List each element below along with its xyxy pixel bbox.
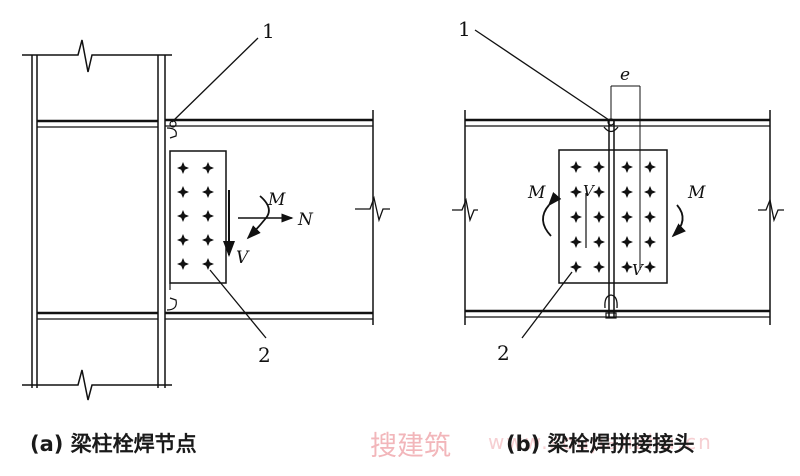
shear-force-label: V — [236, 248, 250, 268]
bolt — [177, 210, 189, 222]
bolt — [644, 236, 656, 248]
bolt — [593, 261, 605, 273]
moment-label: M — [267, 190, 286, 210]
bolt — [644, 261, 656, 273]
beam — [165, 110, 390, 325]
watermark-brand: 搜建筑 — [370, 431, 451, 462]
watermark-url: www.soujianzhu.cn — [488, 430, 713, 454]
moment-label-left: M — [527, 183, 546, 203]
shear-label-right: V — [632, 261, 645, 279]
bolt — [177, 186, 189, 198]
bolt — [621, 236, 633, 248]
callout-2: 2 — [258, 343, 271, 367]
bolt — [202, 234, 214, 246]
bolt-group — [570, 161, 656, 273]
bolt — [644, 161, 656, 173]
figure-a-beam-column-joint: M N V 1 2 — [22, 19, 390, 401]
bolt-group — [177, 162, 214, 270]
bolt — [593, 236, 605, 248]
bolt — [621, 186, 633, 198]
bolt — [593, 186, 605, 198]
bolt — [570, 211, 582, 223]
bolt — [593, 211, 605, 223]
bolt — [202, 186, 214, 198]
shear-tab-plate — [169, 150, 227, 284]
figure-b-beam-splice: e V V M M 1 2 — [452, 17, 784, 365]
bolt — [621, 211, 633, 223]
callout-1: 1 — [458, 17, 471, 41]
bolt — [570, 236, 582, 248]
bolt — [202, 258, 214, 270]
caption-figure-b: (b) 梁栓焊拼接接头 — [506, 432, 695, 456]
caption-figure-a: (a) 梁柱栓焊节点 — [30, 432, 197, 456]
bolt — [621, 161, 633, 173]
bolt — [593, 161, 605, 173]
dimension-e-label: e — [620, 65, 630, 85]
column — [22, 39, 172, 401]
callout-1: 1 — [262, 19, 275, 43]
splice-plate — [558, 149, 668, 284]
bolt — [570, 186, 582, 198]
bolt — [202, 162, 214, 174]
bolt — [177, 258, 189, 270]
moment-label-right: M — [687, 183, 706, 203]
bolt — [644, 211, 656, 223]
bolt — [570, 261, 582, 273]
bolt — [177, 162, 189, 174]
shear-label-left: V — [583, 182, 596, 200]
axial-force-label: N — [297, 210, 314, 230]
bolt — [621, 261, 633, 273]
bolt — [177, 234, 189, 246]
bolt — [570, 161, 582, 173]
bolt — [202, 210, 214, 222]
callout-2: 2 — [497, 341, 510, 365]
bolt — [644, 186, 656, 198]
